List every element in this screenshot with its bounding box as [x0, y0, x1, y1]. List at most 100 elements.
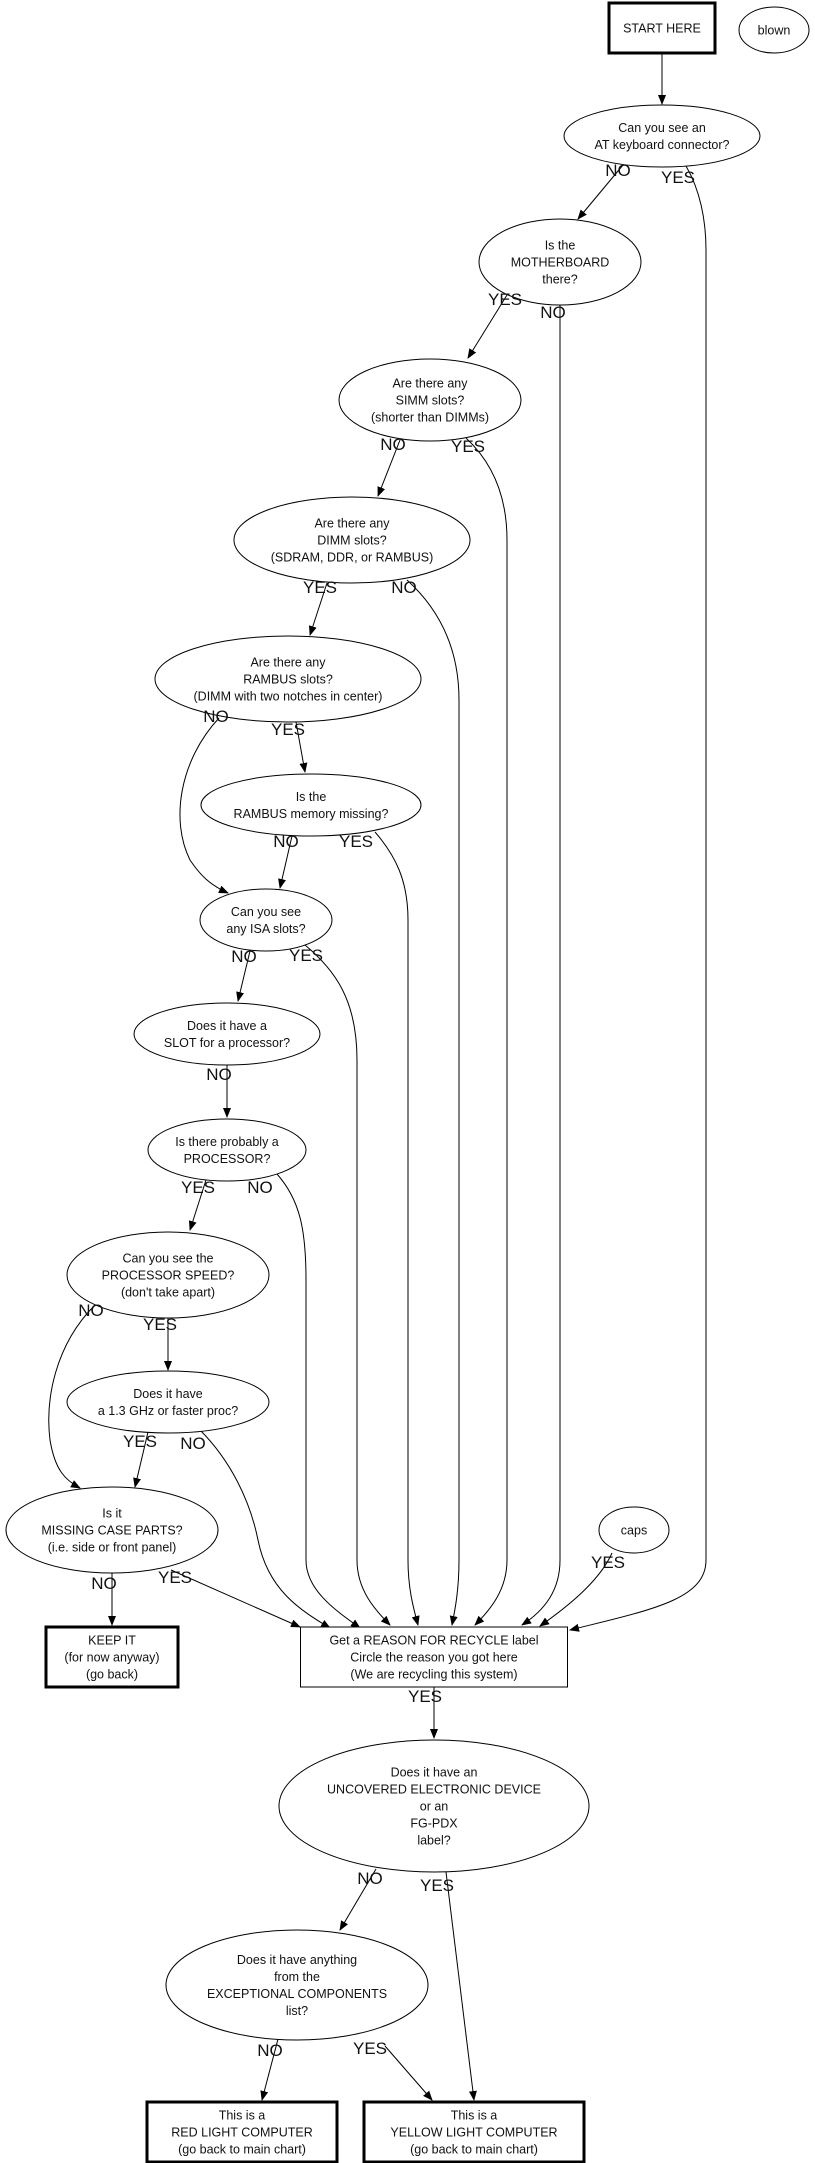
node-text-line: Is the — [545, 239, 576, 253]
terminal-box — [145, 2100, 339, 2163]
edge-label-no: NO — [391, 578, 417, 597]
node-case-parts: Is it MISSING CASE PARTS? (i.e. side or fr… — [5, 1486, 219, 1574]
edge-label-no: NO — [91, 1574, 117, 1593]
node-text-line: Is the — [296, 790, 327, 804]
node-text-line: (We are recycling this system) — [350, 1668, 517, 1682]
node-text-line: SLOT for a processor? — [164, 1036, 290, 1050]
node-ghz: Does it have a 1.3 GHz or faster proc? — [66, 1370, 270, 1434]
node-text-line: (go back) — [86, 1668, 138, 1682]
node-text-line: caps — [621, 1524, 647, 1538]
node-text-line: (for now anyway) — [64, 1651, 159, 1665]
edge-isa-to-recycle — [304, 944, 391, 1626]
edge-label-yes: YES — [408, 1687, 442, 1706]
edge-simm-to-dimm — [377, 439, 401, 497]
node-text-line: list? — [286, 2004, 308, 2018]
node-text-line: MOTHERBOARD — [511, 256, 610, 270]
decision-ellipse — [200, 773, 422, 837]
node-text-line: Does it have a — [187, 1019, 267, 1033]
edge-label-no: NO — [203, 707, 229, 726]
node-text-line: (i.e. side or front panel) — [48, 1541, 177, 1555]
node-text-line: PROCESSOR SPEED? — [102, 1269, 235, 1283]
edge-exceptional-to-yellow — [384, 2045, 433, 2101]
decision-ellipse — [199, 888, 333, 952]
decision-ellipse — [478, 218, 642, 306]
edge-simm-to-recycle — [465, 437, 508, 1626]
decision-ellipse — [278, 1739, 590, 1873]
terminal-box — [44, 1625, 180, 1689]
edge-label-yes: YES — [353, 2039, 387, 2058]
node-text-line: MISSING CASE PARTS? — [41, 1524, 182, 1538]
decision-ellipse — [165, 1929, 429, 2041]
decision-ellipse — [738, 6, 810, 54]
edge-caps-to-recycle — [539, 1552, 613, 1627]
node-text-line: Get a REASON FOR RECYCLE label — [329, 1634, 538, 1648]
edge-labels-layer: NO YES YES NO NO YES YES NO NO YES NO YES NO YES NO YES… — [78, 161, 695, 2060]
edge-label-yes: YES — [158, 1568, 192, 1587]
edge-mobo-to-simm — [467, 294, 508, 359]
edge-ghz-to-recycle — [199, 1429, 331, 1629]
edge-proc-present-to-proc-speed — [188, 1179, 207, 1231]
node-text-line: Can you see the — [122, 1252, 213, 1266]
node-text-line: Are there any — [250, 656, 326, 670]
decision-ellipse — [563, 104, 761, 168]
node-text-line: Is it — [102, 1507, 122, 1521]
edge-at-kbd-to-mobo — [577, 164, 624, 220]
node-text-line: Can you see an — [618, 121, 706, 135]
node-text-line: UNCOVERED ELECTRONIC DEVICE — [327, 1783, 541, 1797]
edge-label-yes: YES — [451, 437, 485, 456]
edge-label-no: NO — [540, 303, 566, 322]
node-text-line: RAMBUS slots? — [243, 673, 333, 687]
node-text-line: (shorter than DIMMs) — [371, 411, 489, 425]
node-text-line: Can you see — [231, 905, 301, 919]
node-start: START HERE — [607, 1, 717, 55]
node-text-line: a 1.3 GHz or faster proc? — [98, 1404, 238, 1418]
decision-ellipse — [5, 1486, 219, 1574]
process-box — [300, 1626, 568, 1688]
node-text-line: Is there probably a — [175, 1135, 279, 1149]
edge-uncovered-to-yellow — [445, 1871, 477, 2101]
edge-exceptional-to-red — [260, 2038, 279, 2101]
edge-case-parts-to-recycle — [170, 1569, 301, 1628]
node-text-line: (DIMM with two notches in center) — [194, 690, 383, 704]
node-text-line: FG-PDX — [410, 1817, 458, 1831]
node-text-line: from the — [274, 1970, 320, 1984]
edge-label-no: NO — [605, 161, 631, 180]
node-text-line: or an — [420, 1800, 449, 1814]
node-text-line: Are there any — [392, 377, 468, 391]
edge-label-yes: YES — [289, 946, 323, 965]
node-text-line: PROCESSOR? — [184, 1152, 271, 1166]
node-text-line: (don't take apart) — [121, 1286, 215, 1300]
decision-ellipse — [598, 1506, 670, 1554]
decision-ellipse — [233, 496, 471, 584]
edge-label-yes: YES — [488, 290, 522, 309]
node-text-line: Does it have — [133, 1387, 203, 1401]
decision-ellipse — [66, 1231, 270, 1319]
edge-label-yes: YES — [420, 1876, 454, 1895]
edge-label-no: NO — [357, 1869, 383, 1888]
edge-rambus-missing-to-isa — [278, 835, 293, 889]
node-text-line: RAMBUS memory missing? — [234, 807, 389, 821]
edge-mobo-to-recycle — [521, 305, 561, 1626]
edge-isa-to-slot-proc — [236, 950, 251, 1002]
edge-label-no: NO — [380, 435, 406, 454]
node-text-line: there? — [542, 273, 577, 287]
edge-label-yes: YES — [123, 1432, 157, 1451]
edge-label-no: NO — [206, 1065, 232, 1084]
edge-label-no: NO — [180, 1434, 206, 1453]
node-text-line: YELLOW LIGHT COMPUTER — [390, 2126, 557, 2140]
edge-label-yes: YES — [181, 1178, 215, 1197]
node-proc-present: Is there probably a PROCESSOR? — [147, 1118, 307, 1182]
edge-label-yes: YES — [661, 168, 695, 187]
